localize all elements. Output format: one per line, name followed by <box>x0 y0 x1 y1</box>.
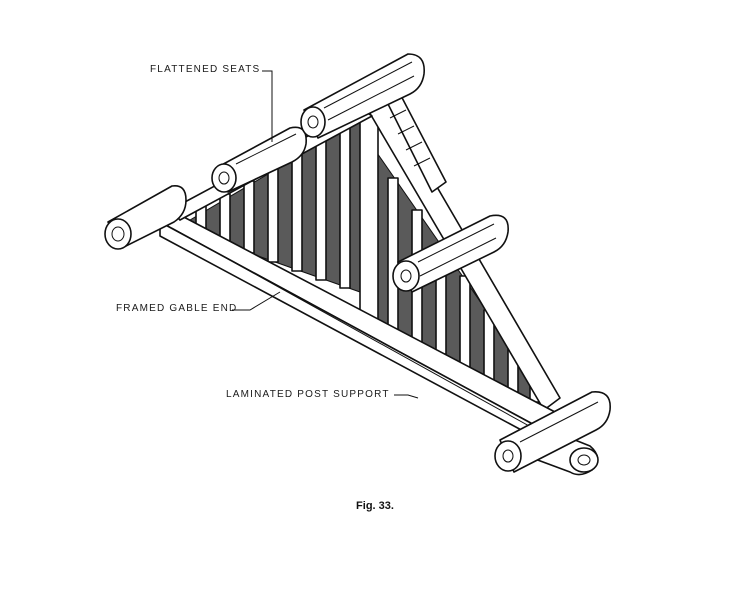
leader-lines <box>232 70 419 399</box>
label-framed-gable-end: FRAMED GABLE END <box>116 303 238 314</box>
label-laminated-post-support: LAMINATED POST SUPPORT <box>226 389 390 400</box>
label-flattened-seats: FLATTENED SEATS <box>150 64 261 75</box>
log-purlin-right <box>392 214 509 293</box>
king-post <box>359 109 379 326</box>
figure-caption: Fig. 33. <box>356 500 394 512</box>
log-ridge <box>300 53 425 139</box>
log-wall-bottom-right <box>494 391 611 476</box>
log-purlin-left <box>104 184 187 250</box>
log-purlin-mid <box>211 126 307 193</box>
